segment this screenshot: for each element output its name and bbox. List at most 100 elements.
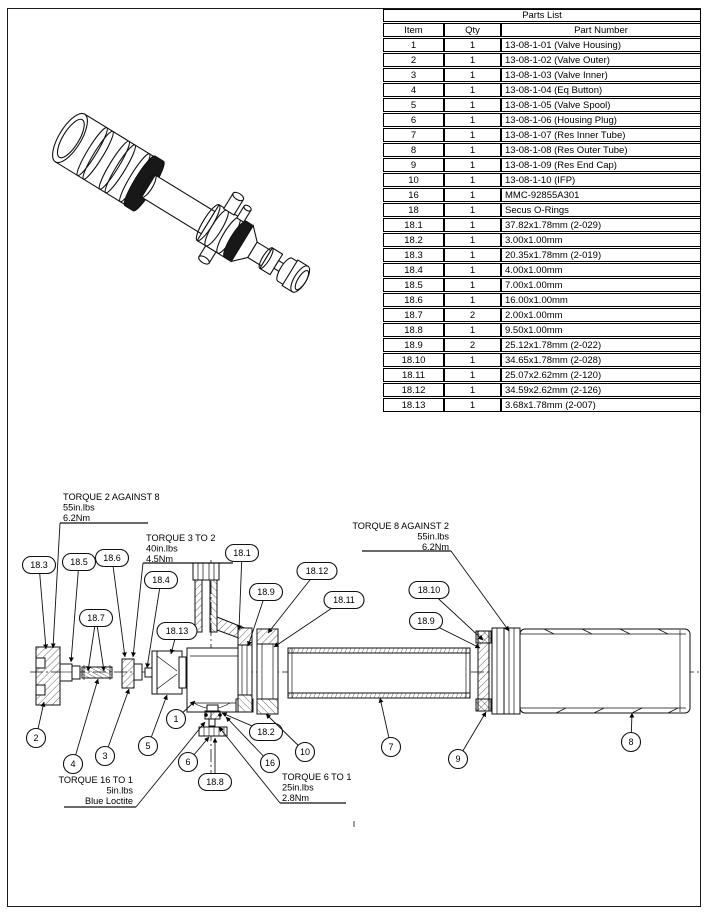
cell-item: 18.3 xyxy=(383,248,444,262)
callout-label: 18.12 xyxy=(306,566,329,576)
torque-note-line: TORQUE 16 TO 1 xyxy=(58,775,133,785)
callout-label: 18.1 xyxy=(233,548,251,558)
callout-18.10: 18.10 xyxy=(408,580,484,641)
cell-part-number: 4.00x1.00mm xyxy=(501,263,701,277)
cell-item: 18.6 xyxy=(383,293,444,307)
callout-18.5: 18.5 xyxy=(61,552,97,663)
callout-label: 8 xyxy=(628,737,633,747)
cell-qty: 1 xyxy=(444,278,501,292)
cell-item: 7 xyxy=(383,128,444,142)
cell-part-number: 13-08-1-02 (Valve Outer) xyxy=(501,53,701,67)
callout-label: 18.2 xyxy=(257,727,275,737)
cell-part-number: 13-08-1-01 (Valve Housing) xyxy=(501,38,701,52)
callout-18.4: 18.4 xyxy=(143,570,179,669)
cell-part-number: 13-08-1-07 (Res Inner Tube) xyxy=(501,128,701,142)
cell-item: 10 xyxy=(383,173,444,187)
cell-qty: 1 xyxy=(444,68,501,82)
callout-label: 4 xyxy=(70,759,75,769)
callout-18.6: 18.6 xyxy=(94,548,130,658)
cell-part-number: 13-08-1-10 (IFP) xyxy=(501,173,701,187)
torque-note-line: TORQUE 2 AGAINST 8 xyxy=(63,492,160,502)
column-header-qty: Qty xyxy=(444,23,501,37)
callout-7: 7 xyxy=(378,697,402,758)
cell-qty: 1 xyxy=(444,113,501,127)
cell-item: 18.12 xyxy=(383,383,444,397)
cell-item: 18.1 xyxy=(383,218,444,232)
iso-end-knob xyxy=(276,257,311,293)
callout-18.12: 18.12 xyxy=(267,561,338,634)
callout-18.8: 18.8 xyxy=(197,737,233,792)
cell-part-number: 13-08-1-04 (Eq Button) xyxy=(501,83,701,97)
cell-item: 4 xyxy=(383,83,444,97)
callout-4: 4 xyxy=(62,678,100,775)
exploded-view-drawing xyxy=(30,560,699,827)
column-header-item: Item xyxy=(383,23,444,37)
cell-item: 18.9 xyxy=(383,338,444,352)
cell-part-number: 7.00x1.00mm xyxy=(501,278,701,292)
callout-label: 18.11 xyxy=(333,595,355,605)
callout-10: 10 xyxy=(265,713,316,763)
callout-label: 1 xyxy=(173,714,178,724)
cell-part-number: 13-08-1-03 (Valve Inner) xyxy=(501,68,701,82)
cell-item: 18.2 xyxy=(383,233,444,247)
torque-note-line: 55in.lbs xyxy=(417,532,449,542)
cell-qty: 1 xyxy=(444,128,501,142)
callout-6: 6 xyxy=(177,736,210,773)
cell-part-number: 13-08-1-05 (Valve Spool) xyxy=(501,98,701,112)
callout-label: 18.3 xyxy=(30,560,48,570)
page-border xyxy=(7,8,701,907)
cell-qty: 1 xyxy=(444,83,501,97)
part-4-eq-button-shaft xyxy=(81,665,113,680)
part-10-ifp xyxy=(256,628,279,715)
cell-part-number: 13-08-1-08 (Res Outer Tube) xyxy=(501,143,701,157)
callout-18.7: 18.7 xyxy=(78,608,114,672)
part-9-res-end-cap xyxy=(475,627,505,715)
cell-item: 18.5 xyxy=(383,278,444,292)
cell-item: 1 xyxy=(383,38,444,52)
callout-label: 18.5 xyxy=(70,557,88,567)
cell-qty: 1 xyxy=(444,38,501,52)
torque-note-line: Blue Loctite xyxy=(85,796,133,806)
cell-item: 18.7 xyxy=(383,308,444,322)
torque-note-line: 55in.lbs xyxy=(63,503,95,513)
callout-label: 10 xyxy=(300,747,310,757)
cell-part-number: Secus O-Rings xyxy=(501,203,701,217)
cell-item: 8 xyxy=(383,143,444,157)
cell-part-number: 34.59x2.62mm (2-126) xyxy=(501,383,701,397)
cell-item: 18.11 xyxy=(383,368,444,382)
part-7-res-inner-tube xyxy=(287,647,471,699)
cell-item: 6 xyxy=(383,113,444,127)
callout-18.13: 18.13 xyxy=(156,621,198,655)
cell-part-number: 13-08-1-09 (Res End Cap) xyxy=(501,158,701,172)
cell-item: 18 xyxy=(383,203,444,217)
callout-label: 18.13 xyxy=(166,626,189,636)
callout-label: 16 xyxy=(265,758,275,768)
callout-18.1: 18.1 xyxy=(224,543,260,631)
cell-part-number: 16.00x1.00mm xyxy=(501,293,701,307)
callout-label: 3 xyxy=(102,751,107,761)
cell-item: 16 xyxy=(383,188,444,202)
torque-note-line: 6.2Nm xyxy=(422,542,449,552)
callout-18.2: 18.2 xyxy=(221,712,284,742)
parts-list-title: Parts List xyxy=(383,9,701,22)
cell-qty: 1 xyxy=(444,203,501,217)
cell-item: 2 xyxy=(383,53,444,67)
torque-note-line: TORQUE 8 AGAINST 2 xyxy=(352,521,449,531)
callout-label: 18.4 xyxy=(152,575,170,585)
callout-label: 6 xyxy=(185,757,190,767)
callout-label: 7 xyxy=(388,742,393,752)
cell-item: 9 xyxy=(383,158,444,172)
callout-8: 8 xyxy=(620,712,642,753)
